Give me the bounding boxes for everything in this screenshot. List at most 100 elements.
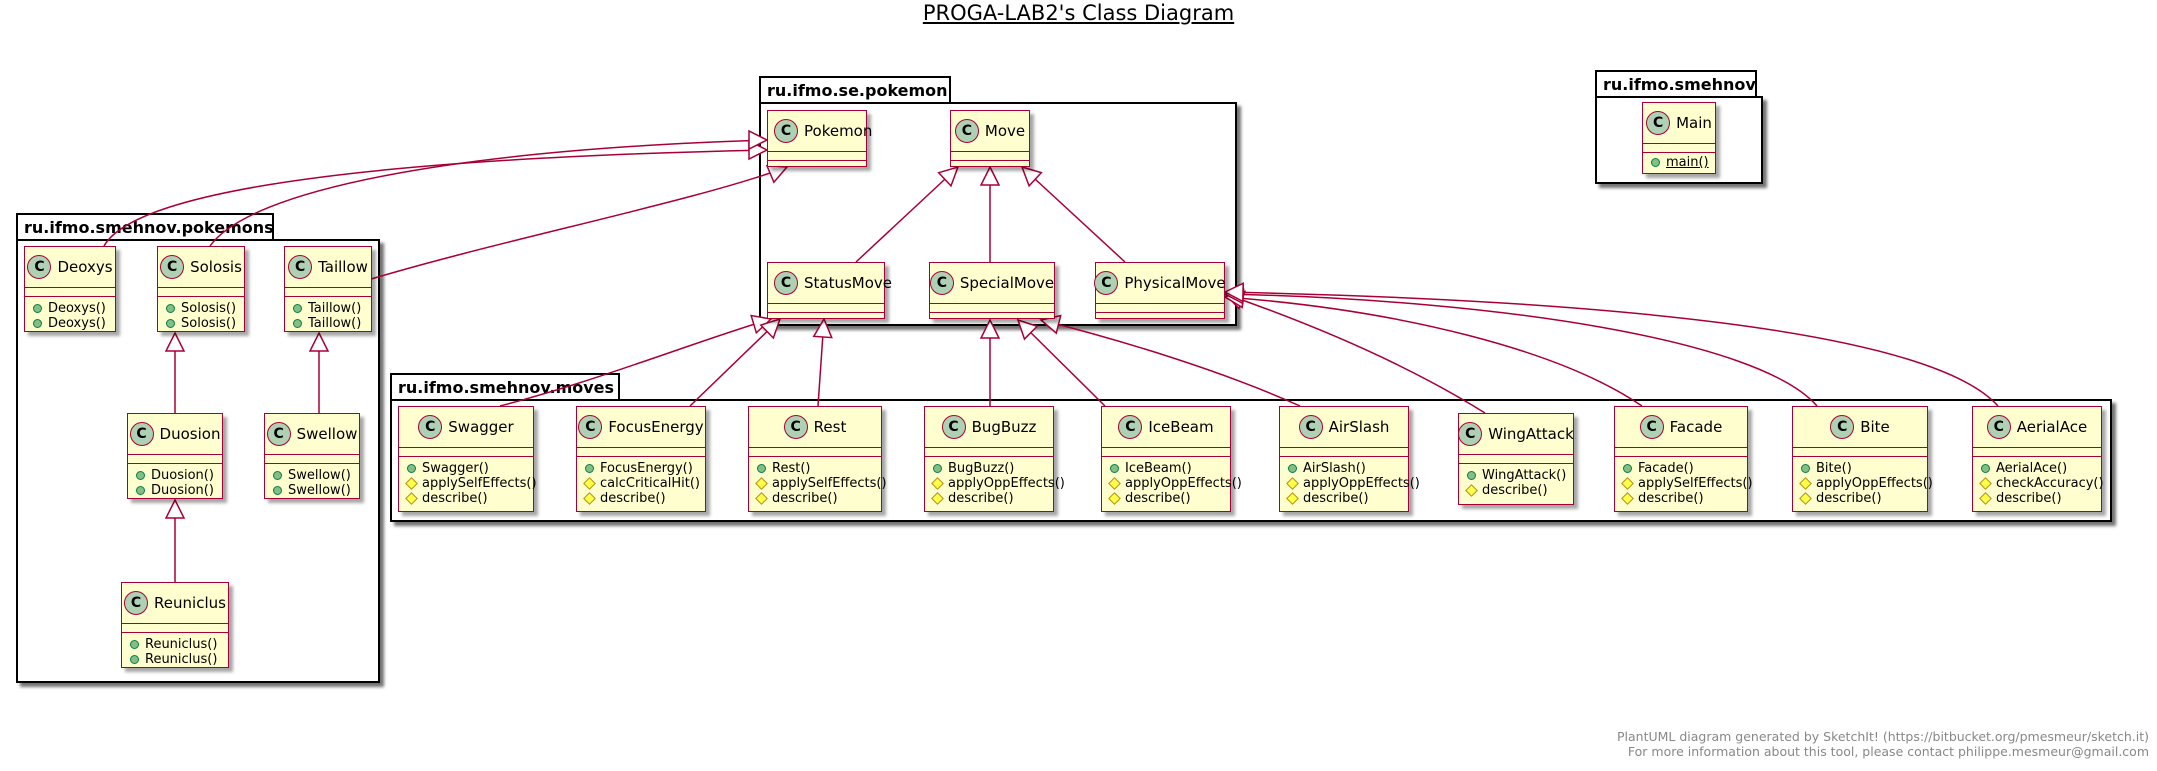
class-name: Solosis [190,258,242,276]
method-name: describe() [1482,483,1548,498]
method-row: applyOppEffects() [1799,476,1933,491]
inheritance-link [499,314,773,407]
inheritance-arrowhead [164,498,186,519]
inheritance-link [1020,165,1126,263]
class-name: Facade [1669,418,1723,436]
class-wingattack[interactable]: C WingAttack WingAttack() describe() [1458,413,1574,505]
public-icon [273,471,282,480]
protected-icon [1108,492,1121,505]
class-name: Deoxys [57,258,113,276]
protected-icon [1979,492,1992,505]
method-name: Taillow() [308,316,362,331]
class-name: WingAttack [1488,425,1574,443]
method-row: applySelfEffects() [755,476,887,491]
method-row: describe() [755,491,875,506]
protected-icon [931,477,944,490]
public-icon [1288,464,1297,473]
method-name: BugBuzz() [948,461,1015,476]
public-icon [273,486,282,495]
method-name: AirSlash() [1303,461,1366,476]
method-row: WingAttack() [1467,468,1567,483]
package-tab-pokemons: ru.ifmo.smehnov.pokemons [16,213,274,241]
method-row: describe() [1286,491,1402,506]
inheritance-arrowhead [937,165,960,188]
method-name: applyOppEffects() [948,476,1065,491]
class-name: AerialAce [2016,418,2088,436]
method-name: Duosion() [151,468,214,483]
footer-credit: PlantUML diagram generated by SketchIt! … [1617,729,2149,759]
public-icon [585,464,594,473]
inheritance-link [164,498,186,582]
method-row: describe() [931,491,1047,506]
protected-icon [1465,484,1478,497]
inheritance-link [209,129,769,247]
public-icon [293,304,302,313]
method-name: calcCriticalHit() [600,476,700,491]
package-tab-se-pokemon: ru.ifmo.se.pokemon [759,76,951,104]
public-icon [407,464,416,473]
class-name: Swellow [296,425,358,443]
method-name: describe() [600,491,666,506]
method-row: AerialAce() [1981,461,2095,476]
class-badge-icon: C [929,271,954,295]
method-name: WingAttack() [1482,468,1567,483]
inheritance-link [979,318,1001,406]
class-name: Main [1676,114,1712,132]
inheritance-link [979,165,1001,262]
protected-icon [405,492,418,505]
class-badge-icon: C [124,591,149,615]
method-name: describe() [1303,491,1369,506]
protected-icon [405,477,418,490]
method-name: Reuniclus() [145,637,218,652]
class-name: AirSlash [1328,418,1390,436]
method-name: describe() [1638,491,1704,506]
class-badge-icon: C [774,271,798,295]
method-name: Swagger() [422,461,489,476]
class-badge-icon: C [1094,271,1119,295]
method-name: Duosion() [151,483,214,498]
method-row: Solosis() [166,301,238,316]
inheritance-link [1223,288,1643,407]
footer-line: PlantUML diagram generated by SketchIt! … [1616,729,2149,744]
method-name: applyOppEffects() [1303,476,1420,491]
method-row: describe() [1465,483,1567,498]
class-badge-icon: C [1458,422,1483,446]
protected-icon [1621,492,1634,505]
method-name: Deoxys() [48,316,106,331]
method-name: Facade() [1638,461,1694,476]
method-row: describe() [1979,491,2095,506]
class-badge-icon: C [418,415,443,439]
method-row: applySelfEffects() [405,476,537,491]
method-row: Bite() [1801,461,1921,476]
protected-icon [1108,477,1121,490]
method-row: BugBuzz() [933,461,1047,476]
protected-icon [931,492,944,505]
class-badge-icon: C [954,119,979,143]
method-row: describe() [1108,491,1224,506]
diagram-title: PROGA-LAB2's Class Diagram [922,1,1235,25]
class-badge-icon: C [1639,415,1664,439]
inheritance-arrowhead [748,129,769,151]
